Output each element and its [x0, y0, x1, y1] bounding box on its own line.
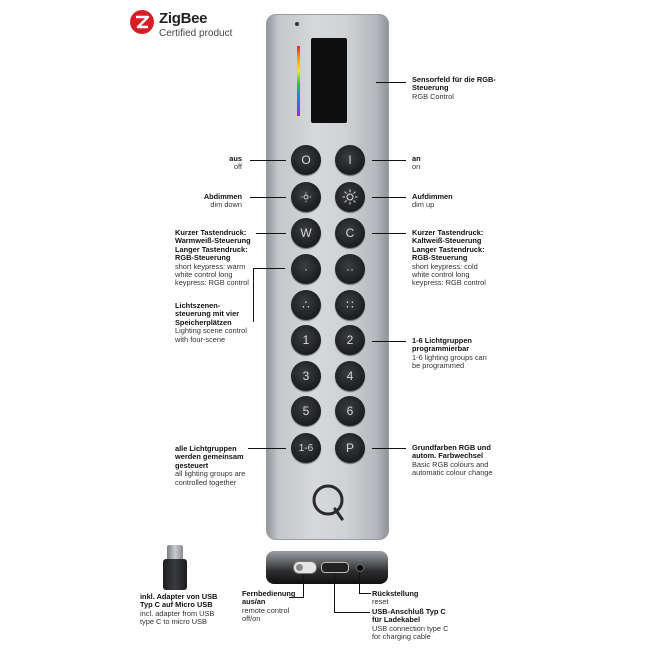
on-leader-line: [372, 160, 406, 161]
groups-label: 1-6 Lichtgruppen programmierbar 1-6 ligh…: [412, 336, 487, 371]
scenes-bracket-line: [253, 268, 254, 322]
warm-white-label: Kurzer Tastendruck: Warmweiß-Steuerung L…: [175, 228, 251, 288]
cold-white-button[interactable]: C: [335, 218, 365, 248]
usb-c-adapter-image: [160, 545, 190, 590]
group-3-button[interactable]: 3: [291, 361, 321, 391]
groups-leader-line: [372, 341, 406, 342]
program-button[interactable]: P: [335, 433, 365, 463]
scene-1-button[interactable]: ·: [291, 254, 321, 284]
dim-up-label: Aufdimmen dim up: [412, 192, 453, 210]
scenes-label: Lichtszenen-steuerung mit vier Speicherp…: [175, 301, 247, 344]
zigbee-logo: ZigBee Certified product: [130, 8, 240, 42]
group-4-button[interactable]: 4: [335, 361, 365, 391]
power-leader-line: [303, 575, 304, 597]
usb-leader-line: [334, 573, 335, 613]
dim-down-leader-line: [250, 197, 286, 198]
power-switch[interactable]: [293, 561, 317, 574]
dim-up-button[interactable]: [335, 182, 365, 212]
usb-c-port[interactable]: [321, 562, 349, 573]
all-groups-leader-line: [248, 448, 286, 449]
rgb-label: Grundfarben RGB und autom. Farbwechsel B…: [412, 443, 493, 478]
reset-leader-foot: [359, 593, 371, 594]
power-label: Fernbedienung aus/an remote control off/…: [242, 589, 296, 624]
scenes-bracket-top: [253, 268, 285, 269]
off-label: aus off: [229, 154, 242, 172]
reset-leader-line: [359, 572, 360, 594]
all-groups-button[interactable]: 1-6: [291, 433, 321, 463]
scene-2-button[interactable]: ··: [335, 254, 365, 284]
on-button[interactable]: I: [335, 145, 365, 175]
zigbee-subtitle: Certified product: [159, 28, 233, 39]
usb-leader-foot: [334, 612, 370, 613]
all-groups-label: alle Lichtgruppen werden gemeinsam geste…: [175, 444, 246, 487]
rgb-color-strip: [297, 46, 300, 116]
warm-white-button[interactable]: W: [291, 218, 321, 248]
cold-white-label: Kurzer Tastendruck: Kaltweiß-Steuerung L…: [412, 228, 486, 288]
off-button[interactable]: O: [291, 145, 321, 175]
sun-small-icon: [300, 191, 312, 203]
zigbee-mark-icon: [130, 10, 154, 34]
group-5-button[interactable]: 5: [291, 396, 321, 426]
warm-white-leader-line: [256, 233, 286, 234]
sensor-label: Sensorfeld für die RGB-Steuerung RGB Con…: [412, 75, 496, 101]
status-led: [295, 22, 299, 26]
sun-large-icon: [342, 189, 358, 205]
q-brand-logo: [309, 481, 349, 523]
group-6-button[interactable]: 6: [335, 396, 365, 426]
rgb-sensor-field[interactable]: [311, 38, 347, 123]
cold-white-leader-line: [372, 233, 406, 234]
reset-button[interactable]: [356, 564, 364, 572]
scene-3-button[interactable]: ∴: [291, 290, 321, 320]
dim-down-button[interactable]: [291, 182, 321, 212]
dim-up-leader-line: [372, 197, 406, 198]
adapter-label: inkl. Adapter von USB Typ C auf Micro US…: [140, 592, 218, 627]
scene-4-button[interactable]: ∷: [335, 290, 365, 320]
power-leader-foot: [289, 597, 304, 598]
group-1-button[interactable]: 1: [291, 325, 321, 355]
group-2-button[interactable]: 2: [335, 325, 365, 355]
rgb-leader-line: [372, 448, 406, 449]
reset-label: Rückstellung reset: [372, 589, 419, 607]
usb-label: USB-Anschluß Typ C für Ladekabel USB con…: [372, 607, 449, 642]
sensor-leader-line: [376, 82, 406, 83]
off-leader-line: [250, 160, 286, 161]
zigbee-brand: ZigBee: [159, 10, 208, 27]
on-label: an on: [412, 154, 421, 172]
dim-down-label: Abdimmen dim down: [203, 192, 242, 210]
